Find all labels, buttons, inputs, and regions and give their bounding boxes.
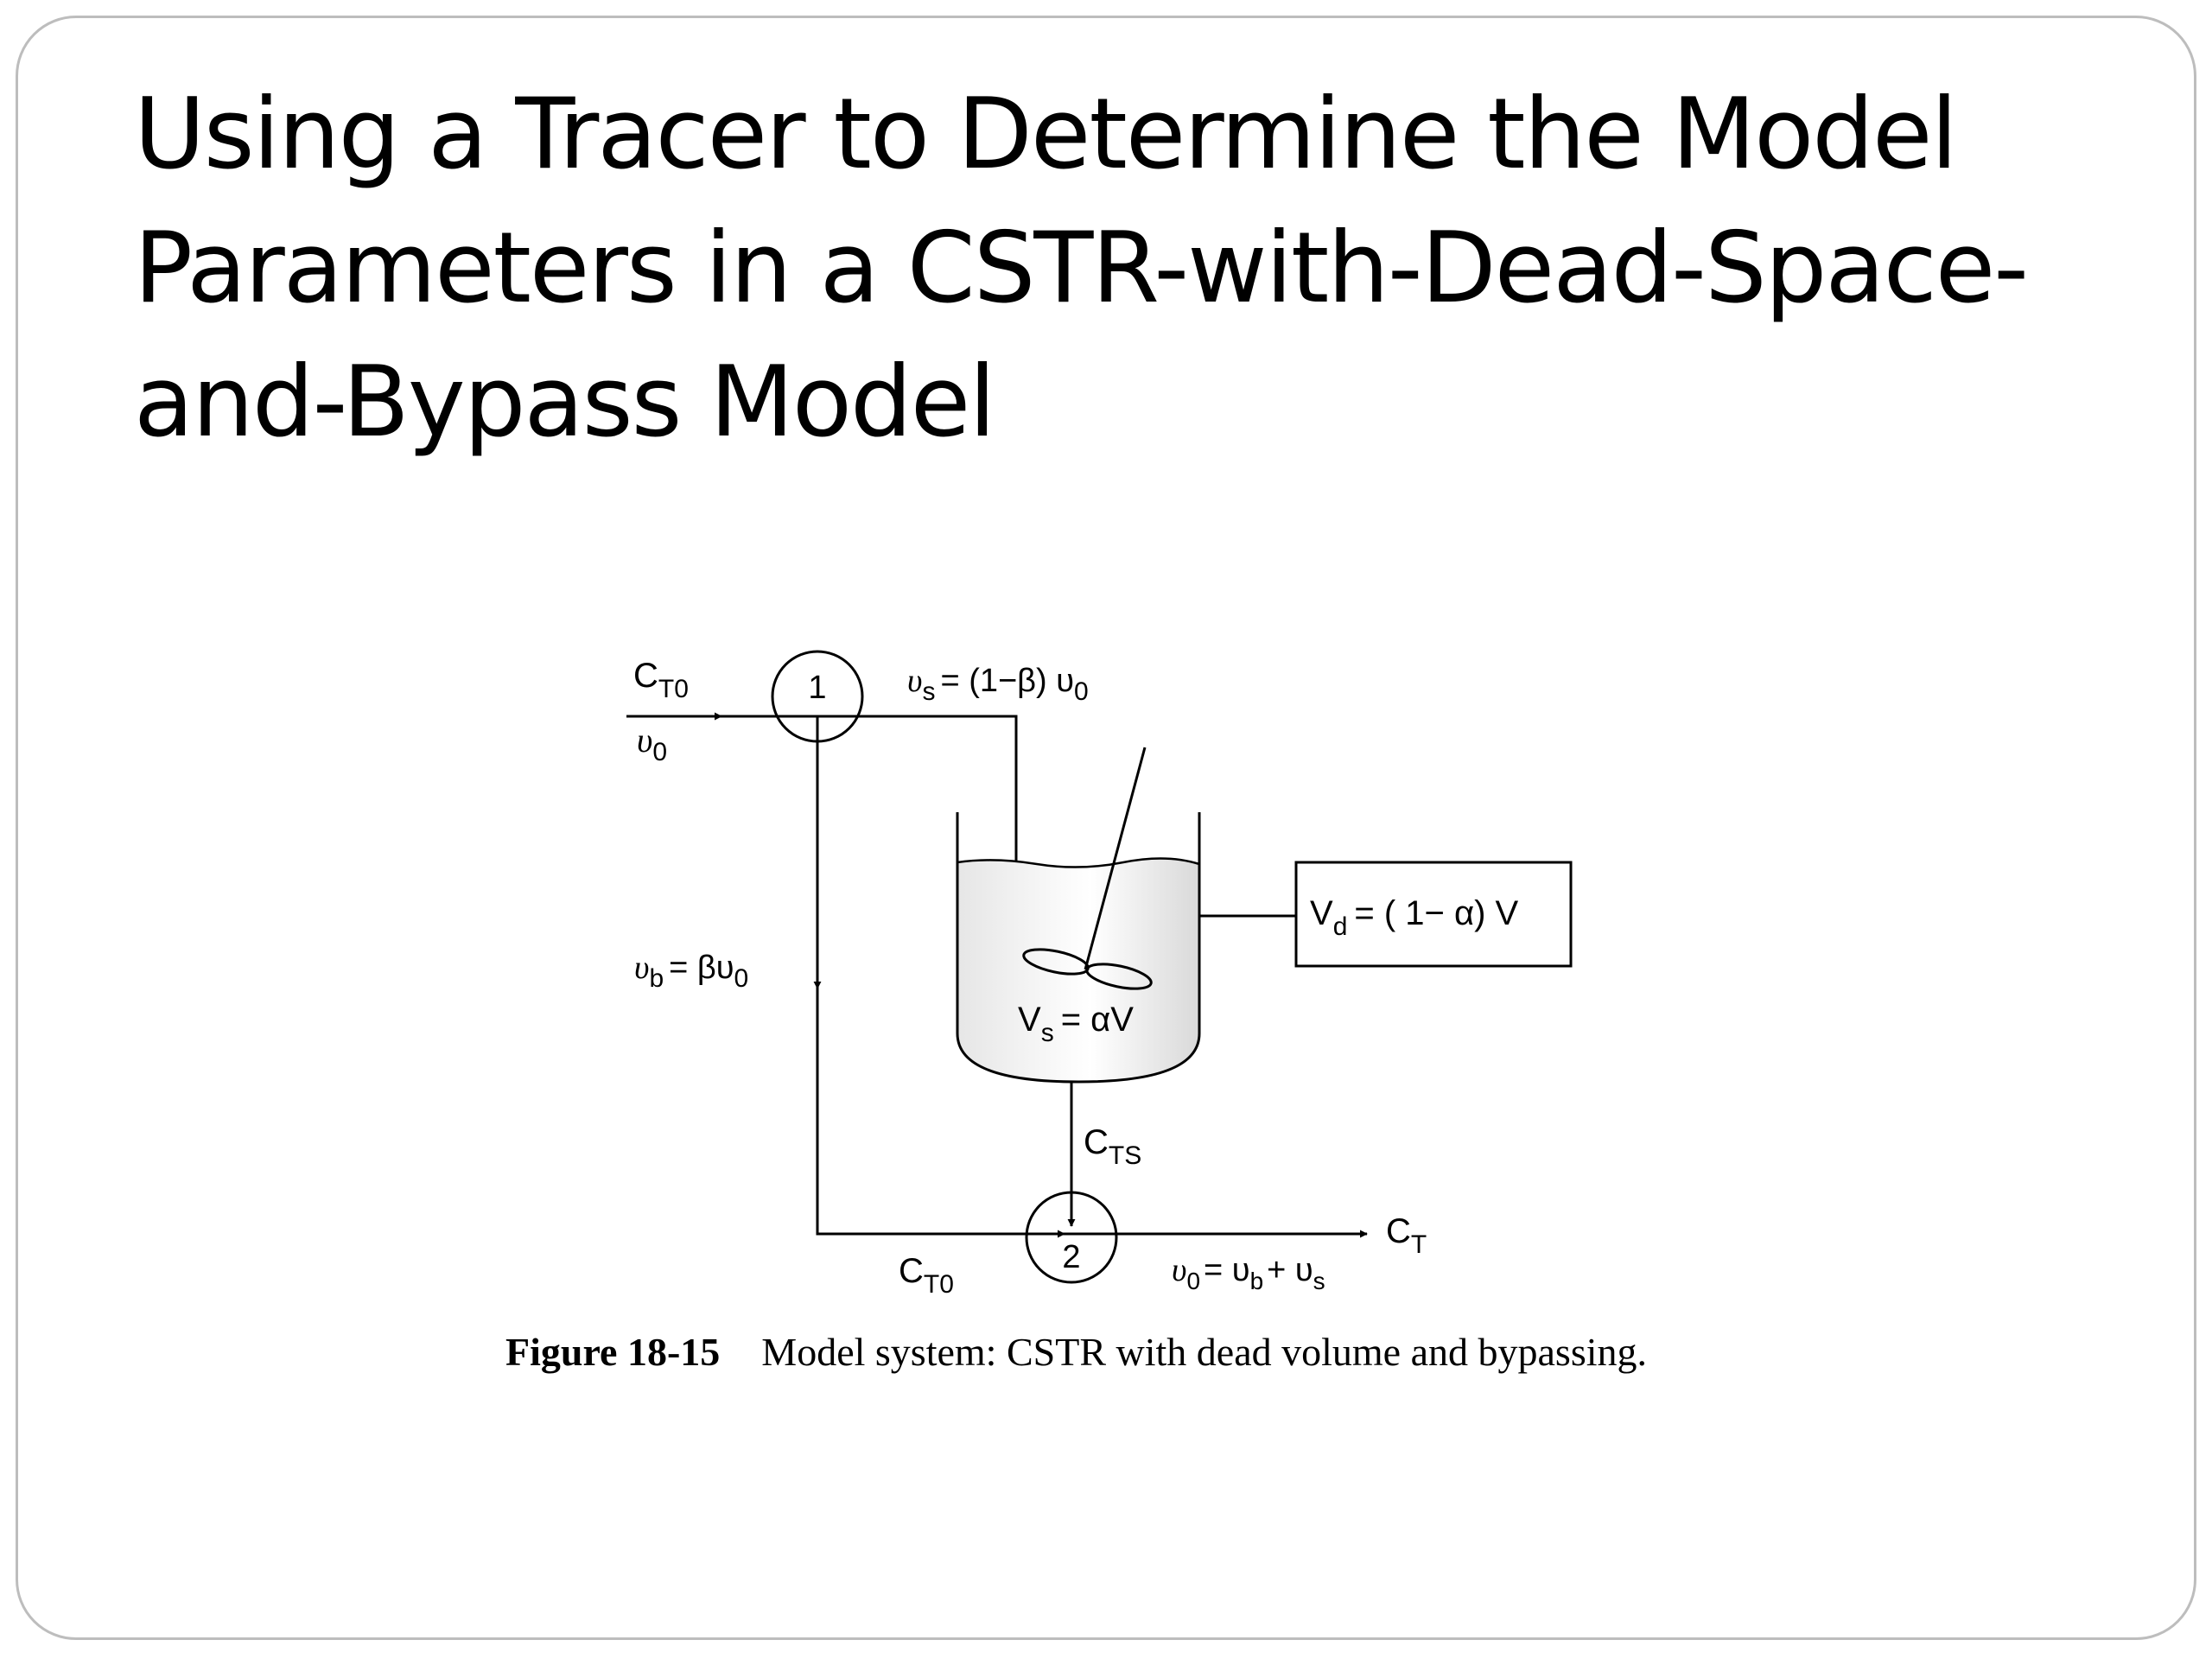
node2-label: 2	[1062, 1239, 1080, 1275]
inlet-concentration-label: CT0	[633, 657, 689, 703]
outlet-concentration-label: CT	[1386, 1212, 1427, 1259]
dead-volume-label: Vd= ( 1− α) V	[1310, 894, 1519, 941]
liquid-surface	[957, 857, 1200, 868]
bypass-concentration-label: CT0	[899, 1252, 954, 1299]
bypass-line-lower	[816, 987, 1027, 1236]
node1-label: 1	[808, 670, 826, 706]
stirrer-shaft	[1084, 747, 1147, 970]
reactor-feed-line	[861, 715, 1020, 896]
slide-frame	[16, 16, 2196, 1640]
impeller-blade-right	[1085, 963, 1153, 990]
split-flow-label: υs= (1−β) υ0	[907, 663, 1089, 706]
bypass-flow-label: υb= βυ0	[634, 950, 748, 993]
figure-number: Figure 18-15	[505, 1330, 721, 1374]
reactor-vessel	[956, 812, 1201, 1084]
dead-volume-box	[1294, 861, 1573, 968]
figure-caption: Figure 18-15 Model system: CSTR with dead…	[505, 1329, 1647, 1375]
inlet-flow-label: υ0	[637, 721, 667, 766]
outlet-flow-label: υ0= υb+ υs	[1172, 1252, 1325, 1294]
slide-title: Using a Tracer to Determine the Model Pa…	[134, 77, 2029, 459]
reactor-outlet-concentration-label: CTS	[1084, 1123, 1141, 1170]
mixing-node-2	[1025, 1191, 1118, 1284]
reactor-liquid	[957, 859, 1199, 1082]
figure-caption-text: Model system: CSTR with dead volume and …	[761, 1330, 1648, 1374]
stirred-volume-label: Vs= αV	[1018, 1001, 1134, 1047]
